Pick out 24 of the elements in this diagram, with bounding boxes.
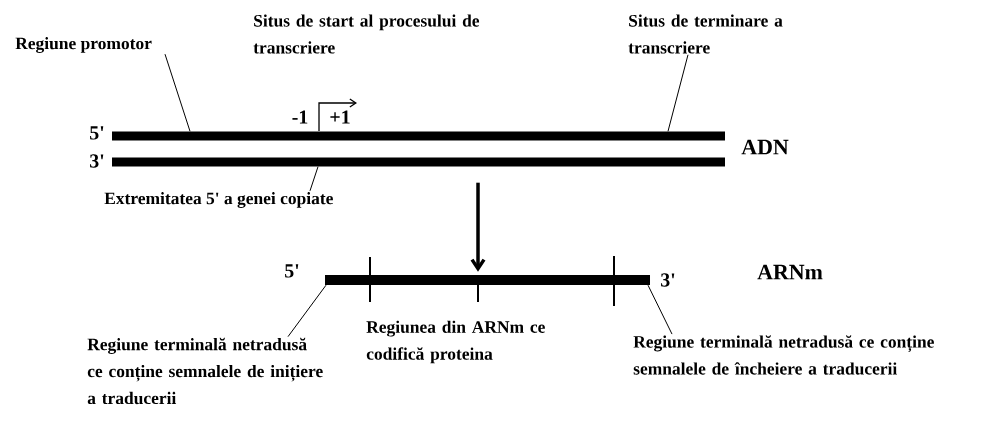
strand-label: 5' <box>90 126 104 140</box>
strand-label: -1 <box>292 110 308 124</box>
leader-line <box>667 54 689 132</box>
strand-label: +1 <box>330 110 350 124</box>
leader-line <box>287 284 327 338</box>
strand-bar <box>112 157 725 167</box>
strand-bar <box>112 131 725 141</box>
strand-label: 3' <box>90 154 104 168</box>
leader-line <box>309 166 319 192</box>
callout-text: Situs de terminare a transcriere <box>628 14 783 54</box>
arrow <box>470 182 486 272</box>
callout-text: Regiune terminală netradusă ce conține semnalele de încheiere a traducerii <box>633 335 934 375</box>
callout-text: Regiune terminală netradusă ce conține semnalele de inițiere a traducerii <box>87 337 323 405</box>
strand-label: 5' <box>285 264 299 278</box>
callout-text: Regiune promotor <box>15 37 152 53</box>
callout-text: Situs de start al procesului de transcriere <box>253 14 480 54</box>
leader-line <box>647 284 673 335</box>
leader-line <box>164 53 191 132</box>
callout-text: Regiunea din ARNm ce codifică proteina <box>366 320 545 364</box>
strand-bar <box>325 275 650 285</box>
callout-text: Extremitatea 5' a genei copiate <box>104 192 333 208</box>
strand-label: ADN <box>741 139 789 155</box>
strand-label: ARNm <box>757 264 823 280</box>
strand-label: 3' <box>661 273 675 287</box>
